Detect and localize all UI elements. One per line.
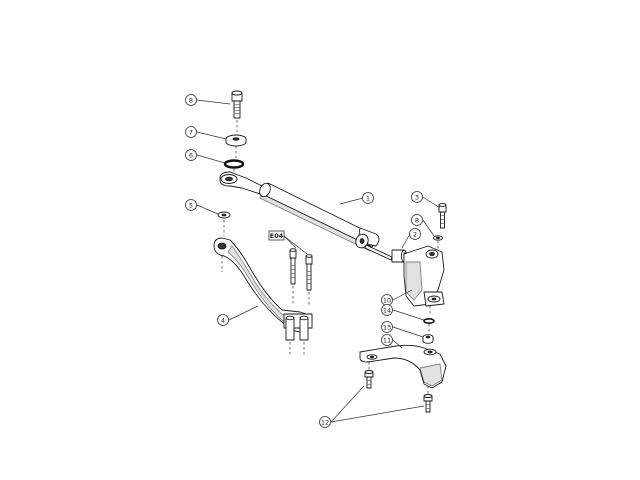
callout-label: 8 — [189, 97, 193, 105]
callout-label: 3 — [415, 194, 419, 202]
top-bolt — [231, 90, 243, 119]
leader-lines — [196, 99, 441, 423]
callout-label: 6 — [189, 152, 193, 160]
callout-10: 10 — [381, 294, 393, 306]
small-o-ring — [423, 317, 435, 324]
callout-14: 14 — [381, 304, 393, 316]
callout-7: 7 — [185, 126, 197, 138]
callout-8-top: 8 — [185, 94, 197, 106]
callout-3: 3 — [411, 191, 423, 203]
reference-label: E04 — [270, 232, 284, 240]
callout-label: 11 — [383, 337, 391, 345]
washer — [225, 134, 247, 147]
callout-2: 2 — [409, 228, 421, 240]
small-washer-right — [433, 235, 443, 241]
callout-label: 8 — [415, 217, 419, 225]
callout-1: 1 — [362, 192, 374, 204]
lower-bolt-pair — [364, 370, 433, 413]
callout-12: 12 — [319, 416, 331, 428]
callout-label: 7 — [189, 129, 193, 137]
steering-damper — [219, 171, 393, 261]
callout-6: 6 — [185, 149, 197, 161]
callout-label: 5 — [189, 202, 193, 210]
callout-8-right: 8 — [411, 214, 423, 226]
lower-bracket-arm — [213, 237, 313, 341]
small-bolt-right — [438, 203, 447, 229]
callout-label: 1 — [366, 195, 370, 203]
callout-11: 11 — [381, 334, 393, 346]
callout-label: 13 — [383, 324, 391, 332]
callout-5: 5 — [185, 199, 197, 211]
lower-mounting-bracket — [359, 344, 447, 389]
small-washer-left — [217, 211, 231, 219]
o-ring — [223, 159, 245, 169]
callout-label: 4 — [221, 317, 225, 325]
callout-label: 10 — [383, 297, 391, 305]
clamp-block — [403, 245, 445, 307]
bushing — [422, 334, 434, 344]
reference-box-e04: E04 — [268, 230, 285, 241]
e04-bolt-pair — [289, 248, 313, 291]
callout-13: 13 — [381, 321, 393, 333]
callout-label: 14 — [383, 307, 391, 315]
callout-4: 4 — [217, 314, 229, 326]
callout-label: 2 — [413, 231, 417, 239]
callout-label: 12 — [321, 419, 329, 427]
